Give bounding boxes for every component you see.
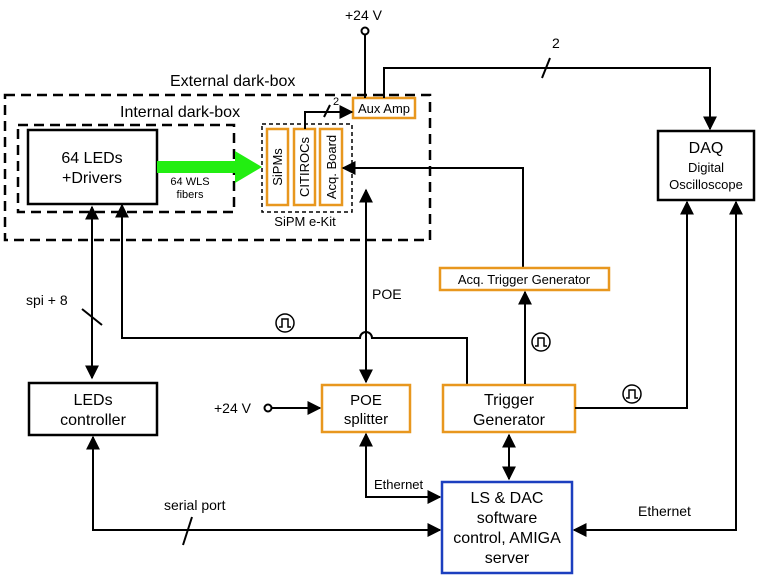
sipm-ekit-label: SiPM e-Kit [274, 214, 336, 229]
external-darkbox-label: External dark-box [170, 73, 295, 90]
poe-label: POE [372, 286, 402, 302]
server-box [440, 480, 574, 575]
sipms-label: SiPMs [270, 148, 285, 186]
server-label-line2: software [477, 510, 538, 527]
daq-bus-slash [541, 57, 551, 79]
acq-board-label: Acq. Board [324, 135, 339, 199]
trigger-generator-label-line1: Trigger [484, 392, 535, 409]
trigger-generator-label-line2: Generator [473, 412, 546, 429]
ethernet-left-label: Ethernet [374, 477, 424, 492]
internal-darkbox-label: Internal dark-box [120, 104, 240, 121]
plus24v-left-terminal [263, 403, 273, 413]
spi-label: spi + 8 [26, 292, 68, 308]
acq-trigger-generator-label: Acq. Trigger Generator [458, 272, 591, 287]
wls-fibers-label-line1: 64 WLS [170, 176, 209, 188]
daq-bus-count: 2 [552, 35, 560, 51]
auxamp-to-daq-wire [383, 67, 717, 131]
server-label-line1: LS & DAC [471, 490, 544, 507]
sipms-box [265, 127, 290, 207]
pulse-icon-acqtrig [531, 332, 551, 352]
poe-splitter-label-line2: splitter [344, 411, 388, 428]
server-label-line3: control, AMIGA [453, 530, 561, 547]
leds-controller-box [27, 381, 159, 437]
trigger-generator-box [441, 383, 577, 434]
server-label-line4: server [485, 550, 530, 567]
leds-drivers-label-line1: 64 LEDs [61, 150, 122, 167]
daq-label-line2: Digital [688, 160, 724, 175]
serial-port-wire [86, 435, 442, 537]
ethernet-right-label: Ethernet [638, 503, 691, 519]
pulse-icon-leds [275, 313, 295, 333]
leds-controller-label-line1: LEDs [73, 392, 112, 409]
aux-bus-count: 2 [333, 96, 339, 108]
daq-box [656, 129, 756, 202]
trigger-to-daq-wire [575, 200, 694, 409]
trigger-to-leds-wire [115, 203, 468, 384]
spi-bus-slash [81, 308, 103, 326]
aux-amp-label: Aux Amp [358, 101, 410, 116]
poe-splitter-label-line1: POE [350, 392, 382, 409]
daq-label-line1: DAQ [689, 140, 724, 157]
plus24v-top-label: +24 V [345, 7, 383, 23]
citirocs-label: CITIROCs [297, 137, 312, 197]
leds-controller-label-line2: controller [60, 412, 126, 429]
citiroc-to-auxamp-wire [304, 105, 354, 129]
acqtrig-to-acqboard-wire [341, 161, 524, 268]
serial-port-label: serial port [164, 497, 226, 513]
serial-bus-slash [182, 516, 193, 546]
daq-server-ethernet-wire [572, 200, 743, 537]
plus24v-left-label: +24 V [214, 400, 252, 416]
leds-drivers-label-line2: +Drivers [62, 170, 122, 187]
plus24v-top-terminal [360, 26, 370, 36]
pulse-icon-daq [622, 384, 642, 404]
leds-drivers-box [26, 128, 159, 206]
wls-fibers-label-line2: fibers [177, 189, 204, 201]
wls-fiber-arrow [157, 151, 262, 183]
aux-bus-slash [323, 104, 331, 118]
poe-splitter-box [320, 383, 412, 434]
daq-label-line3: Oscilloscope [669, 177, 743, 192]
